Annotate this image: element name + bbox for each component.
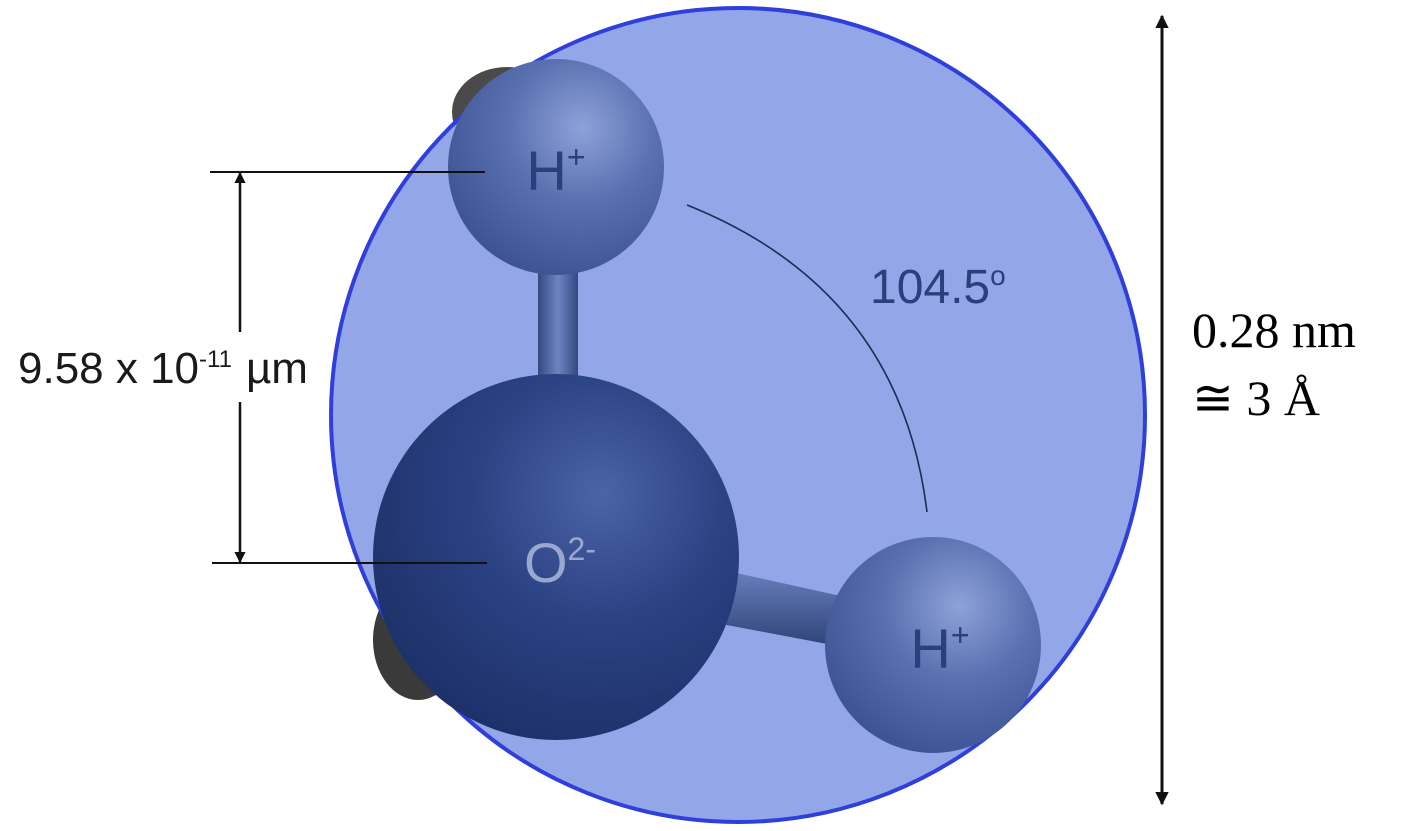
hydrogen-atom-bottom — [825, 537, 1041, 753]
hydrogen-atom-top — [448, 59, 664, 275]
bond-angle-label: 104.5o — [870, 260, 1006, 314]
atom-label-oxygen: O2- — [524, 531, 596, 594]
atom-label-h-bottom: H+ — [910, 617, 969, 680]
molecule-size-nm: 0.28 nm — [1192, 302, 1356, 358]
molecule-size-angstrom: ≅ 3 Å — [1192, 370, 1320, 426]
bond-angle-arc — [686, 204, 928, 513]
bond-oh-lower — [700, 565, 850, 646]
oxygen-atom — [373, 374, 739, 740]
atom-label-h-top: H+ — [526, 139, 585, 202]
